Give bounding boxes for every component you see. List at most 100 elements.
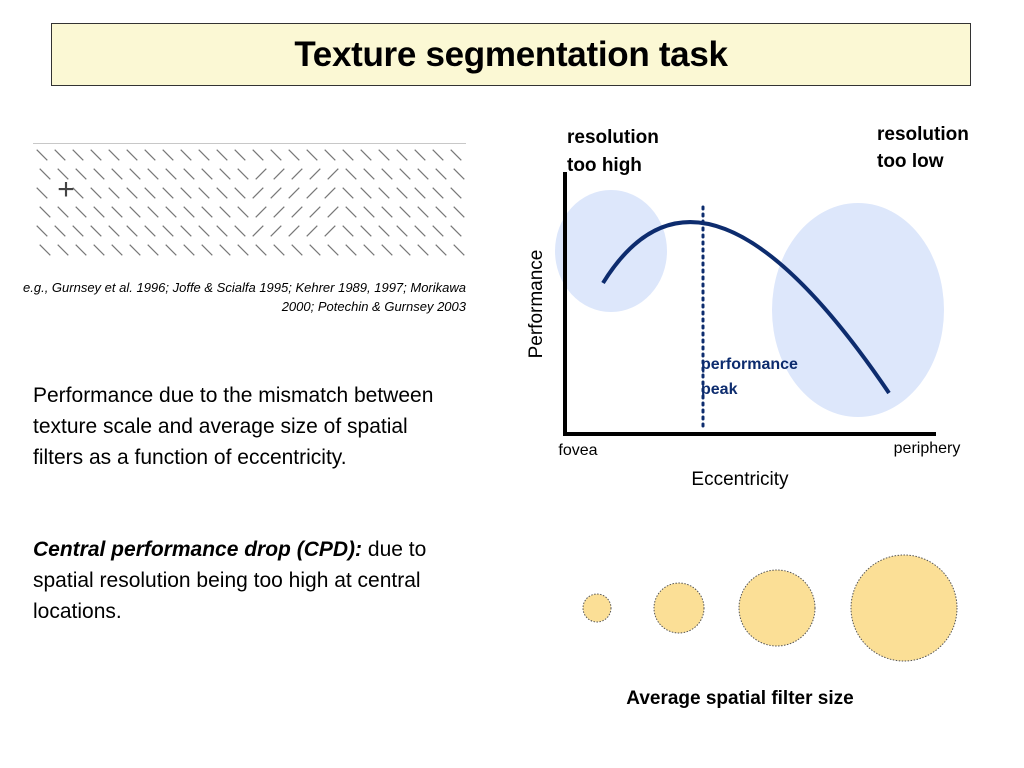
texture-line — [219, 206, 231, 218]
texture-line — [324, 225, 336, 237]
texture-line — [147, 206, 159, 218]
texture-line — [396, 225, 408, 237]
texture-line — [57, 206, 69, 218]
texture-line — [270, 187, 282, 199]
peak-label-1: performance — [701, 356, 798, 373]
texture-line — [36, 225, 48, 237]
texture-line — [414, 225, 426, 237]
texture-line — [453, 206, 465, 218]
peak-label-2: peak — [701, 381, 738, 398]
fixation-cross: + — [57, 173, 75, 206]
texture-line — [288, 149, 300, 161]
texture-line — [288, 225, 300, 237]
texture-line — [219, 168, 231, 180]
texture-line — [324, 187, 336, 199]
texture-line — [273, 244, 285, 256]
texture-line — [363, 206, 375, 218]
filter-circle-2 — [653, 582, 705, 634]
texture-line — [201, 206, 213, 218]
texture-line — [93, 244, 105, 256]
texture-line — [309, 206, 321, 218]
filter-size-caption: Average spatial filter size — [626, 688, 854, 709]
texture-line — [90, 149, 102, 161]
texture-line — [291, 168, 303, 180]
texture-line — [378, 225, 390, 237]
texture-line — [414, 149, 426, 161]
texture-line — [309, 244, 321, 256]
texture-line — [396, 187, 408, 199]
texture-line — [306, 149, 318, 161]
texture-line — [450, 149, 462, 161]
texture-line — [90, 187, 102, 199]
texture-line — [399, 244, 411, 256]
texture-line — [180, 225, 192, 237]
texture-line — [93, 206, 105, 218]
texture-line — [255, 168, 267, 180]
texture-line — [381, 206, 393, 218]
texture-line — [345, 244, 357, 256]
x-axis-label: Eccentricity — [691, 469, 789, 490]
performance-diagram: resolution too high resolution too low P… — [526, 124, 969, 490]
texture-line — [111, 168, 123, 180]
texture-line — [363, 244, 375, 256]
x-label-periphery: periphery — [894, 440, 961, 457]
texture-line — [111, 244, 123, 256]
texture-line — [183, 168, 195, 180]
texture-line — [216, 149, 228, 161]
texture-line — [237, 168, 249, 180]
texture-line — [57, 168, 69, 180]
texture-line — [399, 206, 411, 218]
texture-line — [381, 168, 393, 180]
texture-line — [129, 168, 141, 180]
texture-line — [126, 225, 138, 237]
texture-line — [237, 206, 249, 218]
label-resolution-too-low-2: too low — [877, 151, 944, 172]
texture-line — [72, 225, 84, 237]
texture-line — [327, 168, 339, 180]
cpd-title: Central performance drop (CPD): — [33, 538, 363, 561]
texture-line — [147, 168, 159, 180]
texture-line — [54, 149, 66, 161]
texture-line — [162, 149, 174, 161]
texture-line — [291, 206, 303, 218]
texture-line — [201, 168, 213, 180]
texture-line — [432, 149, 444, 161]
texture-line — [180, 149, 192, 161]
texture-line — [75, 168, 87, 180]
texture-line — [198, 187, 210, 199]
ellipse-resolution-too-low — [772, 203, 944, 417]
texture-line — [93, 168, 105, 180]
texture-line — [144, 225, 156, 237]
texture-line — [432, 225, 444, 237]
cpd-paragraph: Central performance drop (CPD): due to s… — [33, 534, 453, 627]
texture-line — [39, 168, 51, 180]
performance-curve — [601, 220, 891, 395]
filter-circle-1 — [582, 593, 612, 623]
texture-line — [273, 168, 285, 180]
description-paragraph: Performance due to the mismatch between … — [33, 384, 434, 469]
y-axis-label: Performance — [526, 250, 547, 359]
texture-line — [378, 149, 390, 161]
texture-stimulus: + — [33, 143, 466, 256]
texture-line — [165, 244, 177, 256]
texture-line — [342, 149, 354, 161]
texture-line — [198, 225, 210, 237]
texture-line — [216, 187, 228, 199]
texture-line — [72, 149, 84, 161]
texture-line — [255, 244, 267, 256]
texture-line — [36, 187, 48, 199]
texture-line — [270, 225, 282, 237]
texture-line — [183, 244, 195, 256]
spatial-filter-circles — [582, 554, 958, 662]
texture-line — [363, 168, 375, 180]
texture-line — [162, 225, 174, 237]
texture-line — [288, 187, 300, 199]
texture-line — [165, 168, 177, 180]
texture-line — [39, 244, 51, 256]
texture-line — [129, 244, 141, 256]
texture-line — [453, 244, 465, 256]
label-resolution-too-high-2: too high — [567, 155, 642, 176]
texture-line — [126, 149, 138, 161]
texture-line — [453, 168, 465, 180]
texture-line — [126, 187, 138, 199]
